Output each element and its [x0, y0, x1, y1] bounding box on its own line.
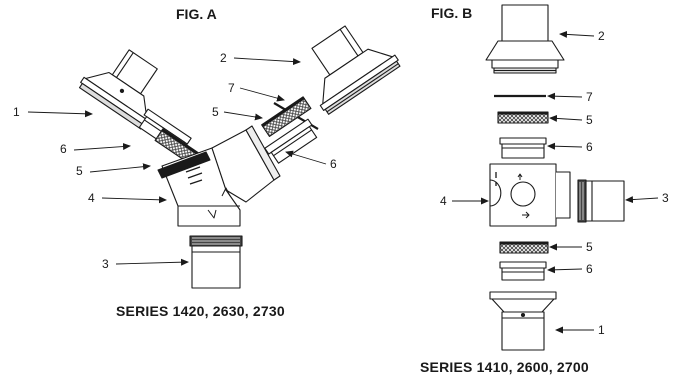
fig-a-callout-6-left: 6: [60, 142, 67, 156]
fig-b-callout-1: 1: [598, 323, 605, 337]
fig-a-callout-1: 1: [13, 105, 20, 119]
fig-a-part-6-collar-right: [264, 118, 318, 164]
fig-b-callout-6-bottom: 6: [586, 262, 593, 276]
fig-b-callout-7: 7: [586, 90, 593, 104]
fig-b-title: FIG. B: [431, 5, 473, 21]
fig-b-part-2-reducer: [485, 4, 565, 74]
fig-b-callout-5-bottom: 5: [586, 240, 593, 254]
fig-b-series-caption: SERIES 1410, 2600, 2700: [420, 359, 589, 375]
fig-b-callout-6-top: 6: [586, 140, 593, 154]
fig-b-part-1-reducer: [489, 291, 557, 351]
fig-b-callout-5-top: 5: [586, 113, 593, 127]
fig-b-part-6-collar-bottom: [499, 261, 547, 281]
fig-b-part-5-screen-bottom: [499, 241, 549, 254]
fig-a-callout-3: 3: [102, 257, 109, 271]
fig-a-part-1-reducer: [78, 49, 158, 130]
fig-a-part-4-y-body: [157, 125, 281, 227]
fig-a-callout-6-right: 6: [330, 157, 337, 171]
callout-arrows: [27, 30, 659, 334]
fig-b-part-3-coupling: [577, 179, 625, 223]
fig-a-part-3-coupling: [189, 235, 243, 289]
fig-b-part-6-collar-top: [499, 137, 547, 159]
fig-b-part-5-screen-top: [497, 111, 549, 124]
fig-b-part-4-tee-body: [489, 163, 571, 227]
fig-a-callout-2: 2: [220, 51, 227, 65]
fig-b-callout-2: 2: [598, 29, 605, 43]
fig-a-callout-5-right: 5: [212, 105, 219, 119]
fig-a-callout-7: 7: [228, 81, 235, 95]
fig-b-callout-4: 4: [440, 194, 447, 208]
fig-a-callout-5-left: 5: [76, 164, 83, 178]
fig-a-callout-4: 4: [88, 191, 95, 205]
fig-b-callout-3: 3: [662, 191, 669, 205]
fig-a-part-5-screen-right: [261, 96, 312, 137]
fig-a-series-caption: SERIES 1420, 2630, 2730: [116, 303, 285, 319]
fig-a-part-2-reducer: [311, 25, 401, 115]
fig-a-title: FIG. A: [176, 6, 217, 22]
